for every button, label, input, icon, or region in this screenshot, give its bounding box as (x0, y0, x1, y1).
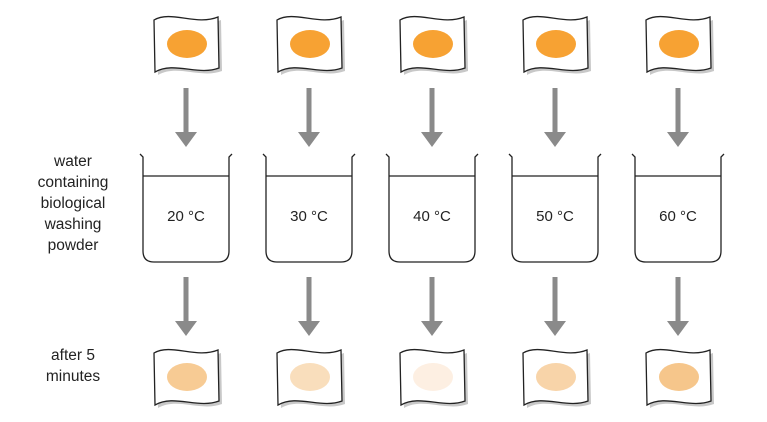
arrow-shaft (306, 88, 312, 134)
beaker: 50 °C (508, 153, 602, 263)
water-label-line: water (54, 153, 92, 170)
arrow-shaft (183, 88, 189, 134)
water-label-line: washing (44, 216, 102, 233)
arrow-head (544, 132, 566, 147)
beaker-outline (631, 153, 725, 263)
cloth-before (522, 15, 591, 75)
water-label: water containing biological washing powd… (18, 151, 128, 256)
stain-spot (413, 363, 453, 391)
stain-spot (659, 30, 699, 58)
arrow-head (667, 132, 689, 147)
arrow-head (175, 132, 197, 147)
cloth-after (399, 348, 468, 408)
arrow-down (175, 88, 197, 147)
water-label-line: powder (47, 237, 99, 254)
after-label-line: minutes (45, 368, 101, 385)
cloth-after (522, 348, 591, 408)
arrow-shaft (552, 277, 558, 323)
arrow-shaft (306, 277, 312, 323)
after-label: after 5 minutes (18, 345, 128, 387)
cloth-before (645, 15, 714, 75)
beaker: 40 °C (385, 153, 479, 263)
arrow-down (298, 88, 320, 147)
arrow-head (421, 132, 443, 147)
cloth-before (153, 15, 222, 75)
arrow-down (667, 277, 689, 336)
arrow-head (667, 321, 689, 336)
arrow-down (298, 277, 320, 336)
beaker-outline (508, 153, 602, 263)
temperature-label: 20 °C (167, 208, 205, 225)
arrow-down (175, 277, 197, 336)
beaker: 20 °C (139, 153, 233, 263)
arrow-shaft (429, 88, 435, 134)
stain-spot (413, 30, 453, 58)
arrow-down (544, 88, 566, 147)
stain-spot (167, 363, 207, 391)
after-label-line: after 5 (51, 347, 95, 364)
beaker-outline (262, 153, 356, 263)
arrow-shaft (552, 88, 558, 134)
arrow-down (667, 88, 689, 147)
beaker-outline (139, 153, 233, 263)
arrow-head (298, 132, 320, 147)
arrow-shaft (675, 88, 681, 134)
arrow-shaft (675, 277, 681, 323)
arrow-shaft (183, 277, 189, 323)
arrow-down (421, 277, 443, 336)
stain-spot (536, 363, 576, 391)
beaker: 30 °C (262, 153, 356, 263)
cloth-before (399, 15, 468, 75)
arrow-head (544, 321, 566, 336)
arrow-shaft (429, 277, 435, 323)
stain-spot (167, 30, 207, 58)
arrow-head (298, 321, 320, 336)
stain-spot (536, 30, 576, 58)
temperature-label: 30 °C (290, 208, 328, 225)
arrow-down (421, 88, 443, 147)
arrow-head (421, 321, 443, 336)
stain-spot (290, 363, 330, 391)
beaker-outline (385, 153, 479, 263)
arrow-head (175, 321, 197, 336)
stain-spot (290, 30, 330, 58)
water-label-line: biological (40, 195, 106, 212)
cloth-after (645, 348, 714, 408)
arrow-down (544, 277, 566, 336)
cloth-before (276, 15, 345, 75)
temperature-label: 40 °C (413, 208, 451, 225)
water-label-line: containing (37, 174, 109, 191)
beaker: 60 °C (631, 153, 725, 263)
cloth-after (276, 348, 345, 408)
cloth-after (153, 348, 222, 408)
stain-spot (659, 363, 699, 391)
temperature-label: 50 °C (536, 208, 574, 225)
temperature-label: 60 °C (659, 208, 697, 225)
